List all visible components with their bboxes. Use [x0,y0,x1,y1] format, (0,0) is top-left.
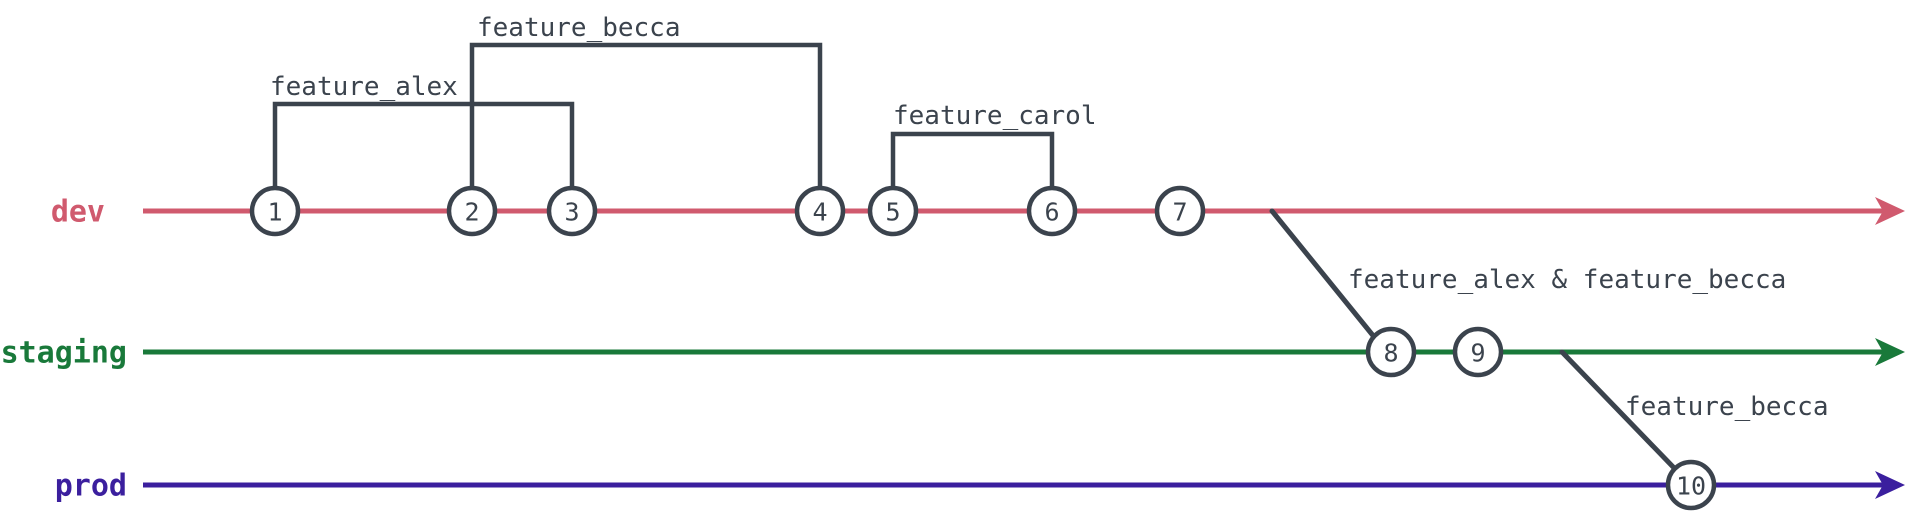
bracket-feature-carol [890,131,1055,188]
commit-circle [446,185,498,237]
branch-label-prod: prod [55,469,127,504]
feature-label-becca: feature_becca [477,13,681,43]
commit-node-2[interactable]: 2 [446,185,498,237]
commit-node-6[interactable]: 6 [1026,185,1078,237]
feature-brackets-group [272,42,1055,188]
merge-labels-group: feature_alex & feature_becca feature_bec… [1348,265,1829,422]
commit-node-9[interactable]: 9 [1452,326,1504,378]
merge-line-dev-to-staging [1269,208,1378,341]
commit-number: 2 [464,198,479,227]
branch-label-staging: staging [1,336,127,371]
feature-label-alex: feature_alex [270,72,458,102]
branch-label-dev: dev [51,195,105,230]
commit-node-10[interactable]: 10 [1665,459,1717,511]
commit-circle [1452,326,1504,378]
bracket-feature-alex [272,101,575,188]
merge-lines-group [1269,208,1681,475]
commit-number: 9 [1470,339,1485,368]
merge-label-staging-to-prod: feature_becca [1625,392,1829,422]
commit-node-4[interactable]: 4 [794,185,846,237]
commit-node-7[interactable]: 7 [1154,185,1206,237]
commit-number: 8 [1383,339,1398,368]
commit-node-8[interactable]: 8 [1365,326,1417,378]
commit-nodes-group: 1 2 3 4 5 6 [249,185,1717,511]
commit-number: 6 [1044,198,1059,227]
merge-line-staging-to-prod [1559,349,1681,475]
feature-label-carol: feature_carol [893,101,1097,131]
commit-circle [546,185,598,237]
bracket-feature-becca [469,42,823,188]
commit-circle [1665,459,1717,511]
commit-circle [867,185,919,237]
commit-number: 3 [564,198,579,227]
commit-number: 5 [885,198,900,227]
commit-number: 7 [1172,198,1187,227]
commit-node-3[interactable]: 3 [546,185,598,237]
branch-labels-group: dev staging prod [1,195,127,504]
commit-circle [1026,185,1078,237]
merge-label-dev-to-staging: feature_alex & feature_becca [1348,265,1786,295]
commit-number: 1 [267,198,282,227]
feature-bracket-labels-group: feature_alex feature_becca feature_carol [270,13,1097,131]
commit-circle [1365,326,1417,378]
commit-circle [1154,185,1206,237]
commit-number: 4 [812,198,827,227]
branch-lines-group [143,197,1906,499]
commit-circle [249,185,301,237]
commit-circle [794,185,846,237]
commit-node-5[interactable]: 5 [867,185,919,237]
commit-node-1[interactable]: 1 [249,185,301,237]
commit-number: 10 [1676,472,1706,501]
